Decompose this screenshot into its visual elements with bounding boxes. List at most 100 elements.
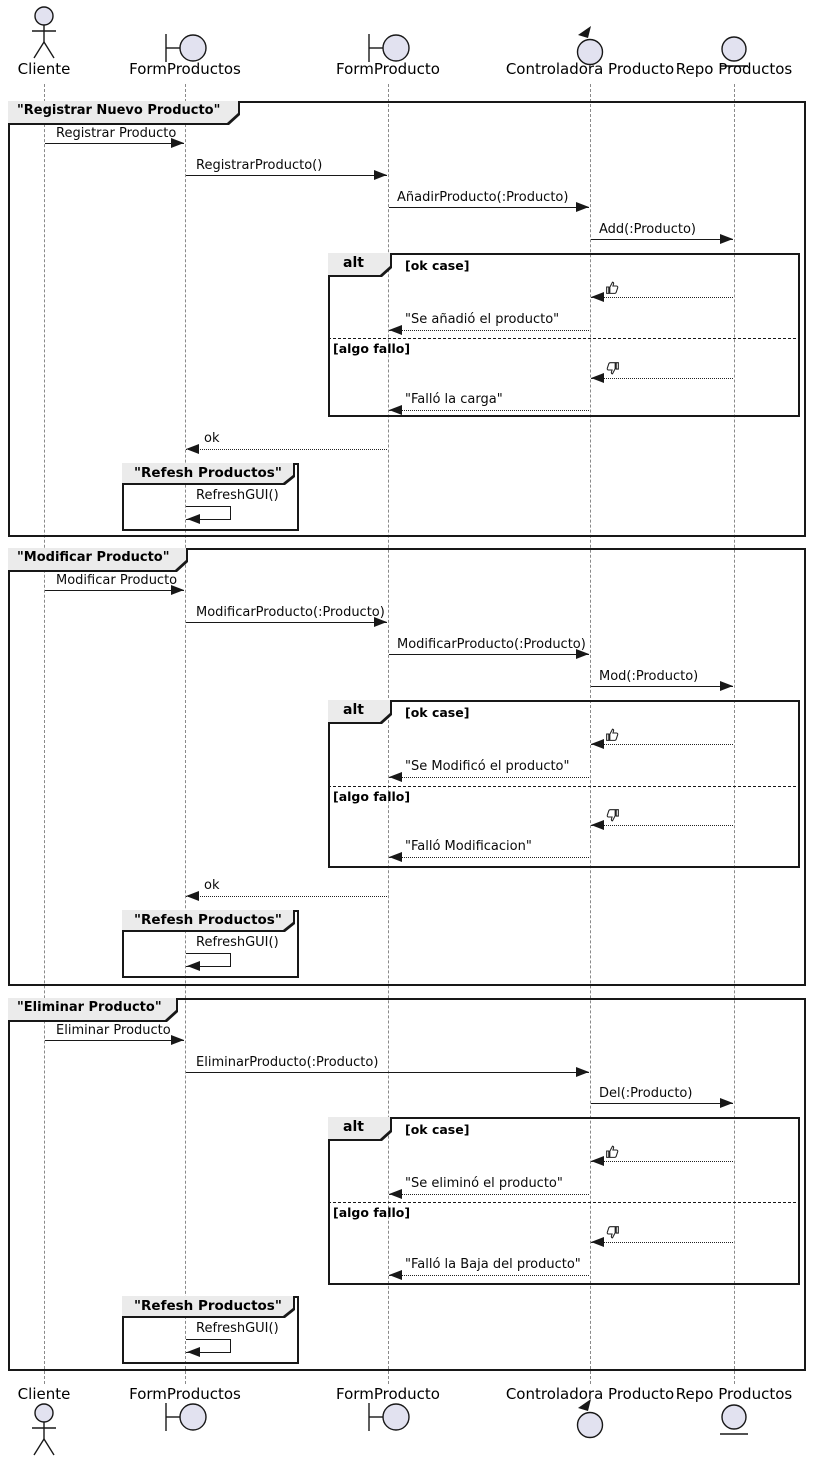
return-line [591, 297, 733, 298]
message-label: RegistrarProducto() [196, 158, 323, 173]
message-line [186, 1072, 589, 1073]
return-line [186, 449, 387, 450]
boundary-icon [367, 33, 411, 63]
frame-eliminar [8, 998, 806, 1371]
alt-tab: alt [328, 700, 392, 724]
participant-label-formproductos-bottom: FormProductos [129, 1385, 241, 1403]
participant-label-formproducto-bottom: FormProducto [336, 1385, 440, 1403]
alt-tab: alt [328, 1117, 392, 1141]
return-line [591, 1242, 733, 1243]
arrowhead [389, 852, 402, 862]
message-line [389, 654, 589, 655]
arrowhead [576, 1067, 589, 1077]
message-label: "Se eliminó el producto" [405, 1176, 563, 1191]
message-label: ok [204, 878, 220, 893]
lifeline-cliente [44, 84, 45, 1384]
thumbs-up-icon [604, 279, 621, 296]
thumbs-down-icon [604, 1224, 621, 1241]
message-label: Eliminar Producto [56, 1023, 171, 1038]
return-line [591, 825, 733, 826]
control-icon [575, 25, 607, 67]
message-label: Registrar Producto [56, 126, 177, 141]
alt-divider [328, 1202, 796, 1203]
boundary-icon [367, 1402, 411, 1432]
boundary-icon [164, 1402, 208, 1432]
frame-modificar [8, 548, 806, 986]
group-refresh-header: "Refesh Productos" [122, 463, 295, 485]
arrowhead [389, 772, 402, 782]
arrowhead [186, 891, 199, 901]
message-line [45, 143, 184, 144]
guard-ok: [ok case] [405, 1122, 470, 1137]
guard-fail: [algo fallo] [333, 1205, 411, 1220]
arrowhead [389, 1189, 402, 1199]
message-line [591, 1103, 733, 1104]
return-line [591, 378, 733, 379]
message-label: EliminarProducto(:Producto) [196, 1055, 379, 1070]
alt-label: alt [343, 255, 364, 271]
self-message-loop [186, 506, 231, 520]
guard-fail: [algo fallo] [333, 789, 411, 804]
entity-icon [719, 1404, 749, 1440]
frame-eliminar-title: "Eliminar Producto" [17, 1000, 162, 1015]
message-label: RefreshGUI() [196, 935, 279, 950]
arrowhead [576, 202, 589, 212]
alt-label: alt [343, 702, 364, 718]
message-label: ModificarProducto(:Producto) [397, 637, 586, 652]
participant-label-controladora: Controladora Producto [505, 60, 675, 78]
group-refresh-title: "Refesh Productos" [134, 912, 282, 928]
thumbs-down-icon [604, 360, 621, 377]
lifeline-controladora [590, 84, 591, 1384]
arrowhead [591, 820, 604, 830]
participant-label-cliente: Cliente [17, 60, 71, 78]
actor-icon [29, 1403, 59, 1457]
group-refresh-title: "Refesh Productos" [134, 465, 282, 481]
alt-label: alt [343, 1119, 364, 1135]
message-label: Add(:Producto) [599, 222, 697, 237]
frame-registrar [8, 101, 806, 537]
frame-registrar-tab: "Registrar Nuevo Producto" [8, 101, 240, 125]
guard-fail: [algo fallo] [333, 341, 411, 356]
arrowhead [720, 234, 733, 244]
message-label: ModificarProducto(:Producto) [196, 605, 385, 620]
alt-divider [328, 338, 796, 339]
arrowhead [389, 1270, 402, 1280]
message-line [389, 207, 589, 208]
self-message-loop [186, 953, 231, 967]
arrowhead [389, 405, 402, 415]
boundary-icon [164, 33, 208, 63]
thumbs-up-icon [604, 1143, 621, 1160]
message-label: RefreshGUI() [196, 1321, 279, 1336]
arrowhead [186, 444, 199, 454]
participant-label-repo: Repo Productos [675, 60, 793, 78]
group-refresh-title: "Refesh Productos" [134, 1298, 282, 1314]
message-line [591, 239, 733, 240]
return-line [389, 857, 589, 858]
arrowhead [591, 739, 604, 749]
return-line [389, 330, 589, 331]
alt-tab: alt [328, 253, 392, 277]
arrowhead [374, 170, 387, 180]
participant-label-formproductos: FormProductos [129, 60, 241, 78]
thumbs-down-icon [604, 807, 621, 824]
participant-label-controladora-bottom: Controladora Producto [505, 1385, 675, 1403]
message-label: "Se añadió el producto" [405, 312, 560, 327]
entity-icon [719, 36, 749, 72]
frame-modificar-title: "Modificar Producto" [17, 550, 170, 565]
participant-label-repo-bottom: Repo Productos [675, 1385, 793, 1403]
return-line [591, 1161, 733, 1162]
arrowhead [171, 1035, 184, 1045]
guard-ok: [ok case] [405, 705, 470, 720]
arrowhead [171, 138, 184, 148]
message-label: Modificar Producto [56, 573, 178, 588]
message-label: "Falló la carga" [405, 392, 503, 407]
alt-fragment [328, 700, 800, 868]
arrowhead [720, 1098, 733, 1108]
message-line [591, 686, 733, 687]
group-refresh-header: "Refesh Productos" [122, 910, 295, 932]
message-label: RefreshGUI() [196, 488, 279, 503]
frame-registrar-title: "Registrar Nuevo Producto" [17, 103, 221, 118]
arrowhead [591, 1156, 604, 1166]
message-label: "Falló la Baja del producto" [405, 1257, 581, 1272]
message-label: Del(:Producto) [599, 1086, 693, 1101]
